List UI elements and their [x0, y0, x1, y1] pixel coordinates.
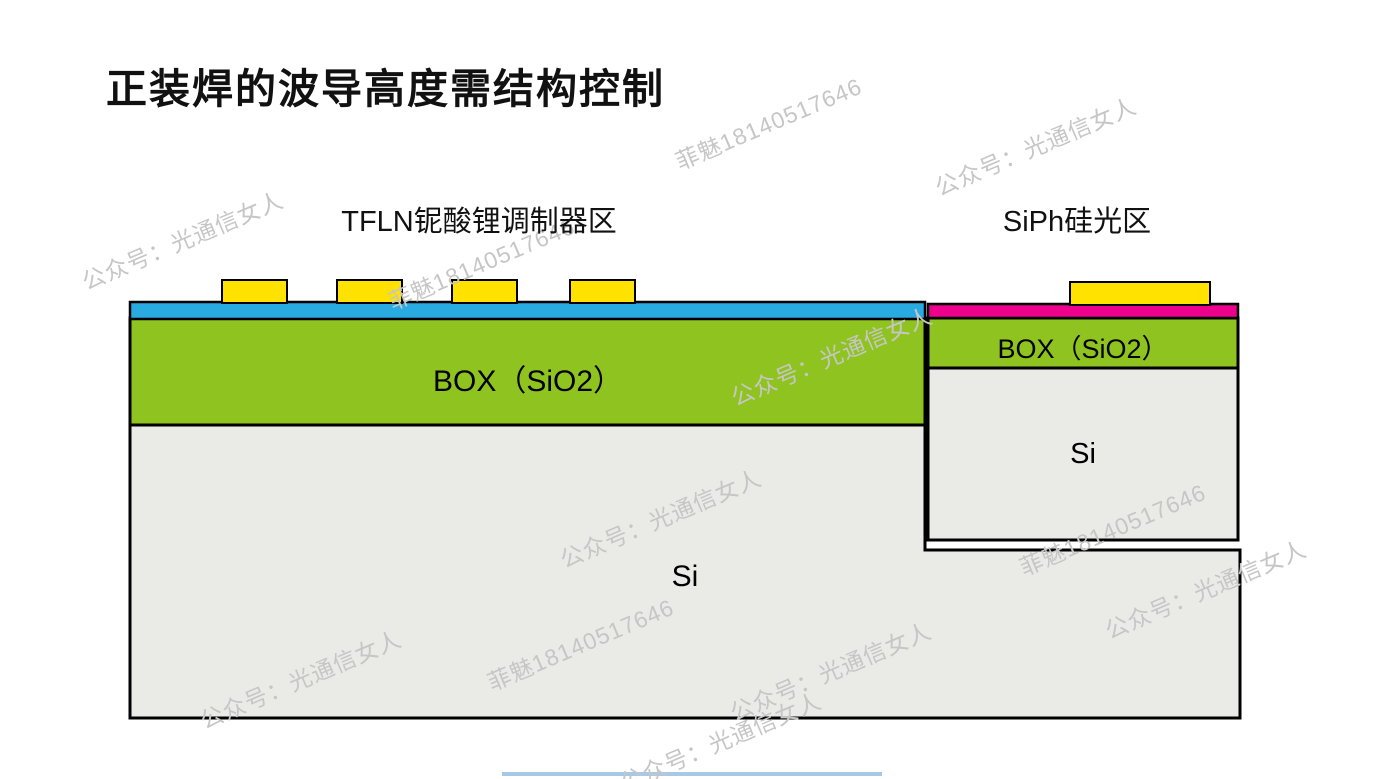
tfln-region-label: TFLN铌酸锂调制器区 — [341, 206, 617, 238]
siph-si-body-shape — [926, 366, 1240, 542]
tfln-electrode-4 — [569, 279, 636, 304]
tfln-box-layer-shape — [128, 316, 927, 427]
tfln-box-label: BOX（SiO2） — [432, 365, 624, 398]
tfln-electrode-1 — [221, 279, 288, 304]
siph-box-layer-shape — [926, 316, 1240, 370]
tfln-ln-film-shape — [128, 300, 927, 321]
siph-substrate-label: Si — [1070, 438, 1096, 470]
siph-waveguide-film-shape — [926, 302, 1240, 320]
siph-region-label: SiPh硅光区 — [1002, 206, 1152, 238]
siph-electrode — [1069, 281, 1211, 306]
tfln-electrode-2 — [336, 279, 403, 304]
tfln-electrode-3 — [451, 279, 518, 304]
main-substrate-label: Si — [671, 560, 699, 593]
slide-title: 正装焊的波导高度需结构控制 — [106, 66, 665, 112]
bottom-accent-line — [502, 772, 882, 776]
siph-box-label: BOX（SiO2） — [997, 334, 1169, 364]
